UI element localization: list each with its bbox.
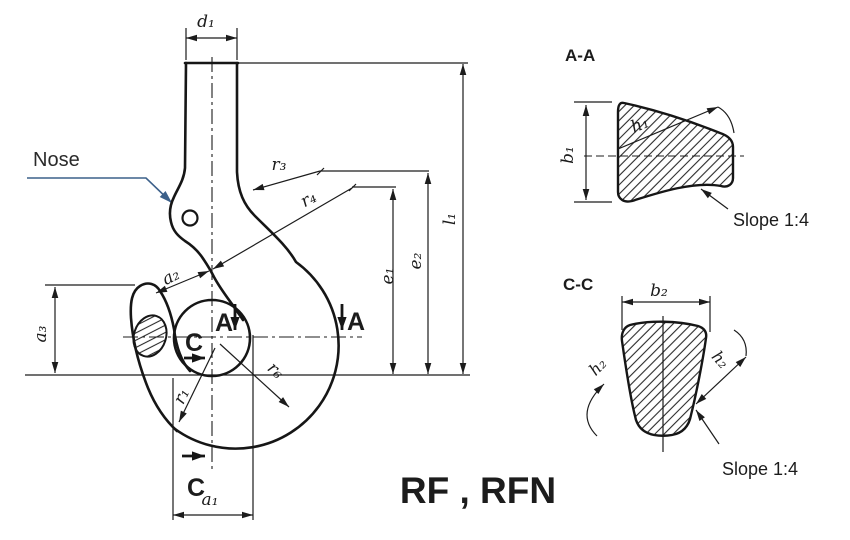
hook-outline-left-throat: [168, 61, 245, 322]
dim-line-h2-right: [695, 356, 747, 405]
hook-outline-right-body: [173, 61, 340, 450]
dim-label-h2-right: h₂: [708, 347, 733, 372]
dim-label-e2: e₂: [406, 252, 426, 269]
dim-label-a1: a₁: [202, 490, 219, 510]
section-mark-c-bottom: C: [187, 474, 205, 502]
dim-line-a2: [155, 270, 210, 294]
leader-h1: [617, 106, 719, 150]
dim-label-r6: r₆: [263, 358, 288, 383]
dim-label-h2-left: h₂: [585, 354, 610, 379]
section-mark-a-left: A: [215, 309, 233, 337]
dim-label-e1: e₁: [378, 268, 398, 285]
section-aa: A-A b₁ h₁ Slope 1:4: [558, 46, 809, 230]
leader-r3: [252, 170, 321, 191]
section-aa-shape: [616, 101, 735, 203]
slope-leader-cc: [695, 409, 720, 445]
nose-leader-line: [27, 177, 173, 204]
dim-label-a2: a₂: [159, 264, 183, 290]
section-cc-shape: [620, 320, 708, 437]
section-cc-title: C-C: [563, 275, 593, 294]
section-mark-a-right: A: [347, 308, 365, 336]
leader-r4: [212, 187, 353, 270]
hook-tip-outline: [129, 282, 192, 433]
leader-h2-right-arc: [733, 329, 747, 357]
slope-note-aa: Slope 1:4: [733, 210, 809, 230]
nose-label: Nose: [33, 149, 80, 171]
dim-label-r3: r₃: [272, 155, 287, 175]
slope-leader-aa: [700, 188, 729, 210]
nose-hole: [181, 209, 199, 227]
tick-r4: [348, 183, 357, 192]
tip-section-ellipse: [132, 314, 168, 358]
section-cc: C-C b₂ h₂ h₂ Slope 1:4: [563, 275, 798, 479]
slope-note-cc: Slope 1:4: [722, 459, 798, 479]
dim-label-a3: a₃: [31, 325, 51, 342]
leader-r1: [178, 347, 216, 423]
leader-h1-arc: [717, 106, 735, 134]
drawing-title: RF , RFN: [400, 470, 556, 511]
section-mark-c-top: C: [185, 329, 203, 357]
leader-r6: [219, 343, 290, 408]
main-view: d₁ r₃ r₄ l₁ e₂ e₁ a₂ a₃ r₁ r₆ a₁ A A C C…: [25, 12, 470, 520]
dim-label-l1: l₁: [440, 213, 460, 225]
tick-r3: [316, 167, 325, 176]
leader-h2-left: [586, 383, 605, 437]
saddle-circle: [172, 298, 252, 378]
dim-label-b2: b₂: [650, 281, 668, 301]
dim-label-b1: b₁: [558, 146, 578, 164]
section-aa-title: A-A: [565, 46, 595, 65]
dim-label-d1: d₁: [197, 12, 215, 32]
